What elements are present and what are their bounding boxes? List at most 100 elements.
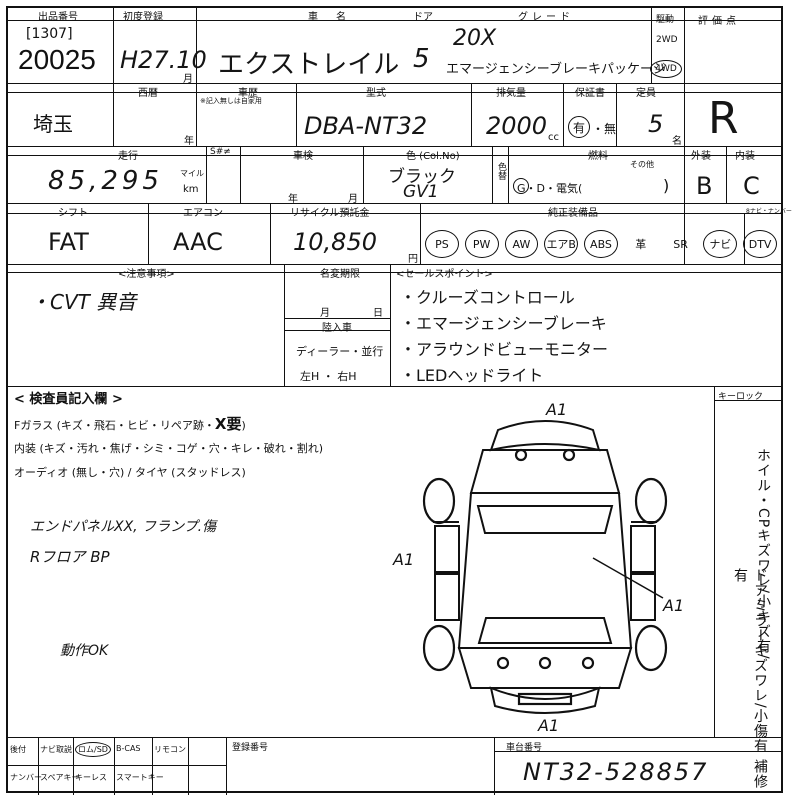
equipment-item: 革 bbox=[635, 238, 647, 251]
fuel-options: G・D・電気( bbox=[517, 182, 583, 195]
title-label: 名変期限 bbox=[320, 269, 360, 280]
car-name: エクストレイル bbox=[218, 50, 400, 80]
chassis-label: 車台番号 bbox=[506, 743, 543, 753]
fuel-gasoline-circle bbox=[513, 178, 529, 194]
divider bbox=[714, 400, 781, 401]
grade-line1: 20X bbox=[453, 26, 497, 51]
warranty-label: 保証書 bbox=[575, 88, 605, 99]
accessory-cell: スマートキー bbox=[116, 773, 164, 782]
divider bbox=[284, 264, 285, 386]
auction-sheet: 出品番号 [1307] 20025 初度登録 H27.10 月 車名 エクストレ… bbox=[6, 6, 792, 795]
shaken-month-unit: 月 bbox=[348, 194, 358, 205]
color-label: 色 (Col.No) bbox=[406, 151, 460, 162]
hand-note-1: エンドパネルXX, フランプ.傷 bbox=[30, 519, 217, 535]
region-value: 埼玉 bbox=[33, 112, 73, 136]
divider bbox=[8, 264, 781, 265]
front-left-door bbox=[434, 525, 460, 573]
divider bbox=[240, 146, 241, 203]
hand-note-2: Rフロア BP bbox=[30, 548, 110, 566]
exterior-value: B bbox=[696, 172, 713, 200]
rear-marker bbox=[581, 656, 595, 670]
first-reg-label: 初度登録 bbox=[123, 12, 163, 23]
divider bbox=[196, 8, 197, 83]
divider bbox=[492, 146, 493, 203]
s-label: S#≠ bbox=[210, 147, 231, 157]
divider bbox=[148, 203, 149, 264]
accessory-cell: ナビ取説 bbox=[40, 745, 72, 754]
divider bbox=[8, 83, 781, 84]
accessory-cell: 後付 bbox=[10, 745, 26, 754]
shaken-label: 車検 bbox=[293, 151, 313, 162]
inspection-note: ※記入無しは自家用 bbox=[200, 97, 262, 105]
rear-marker bbox=[538, 656, 552, 670]
rear-marker bbox=[496, 656, 510, 670]
rear-right-tire bbox=[634, 624, 668, 672]
divider bbox=[38, 737, 39, 795]
grade-line2: エマージェンシーブレーキパッケージ bbox=[446, 62, 666, 77]
divider bbox=[563, 83, 564, 146]
drive-label: 駆動 bbox=[656, 15, 675, 25]
mile-unit: マイル bbox=[180, 169, 204, 178]
caution-label: <注意事項> bbox=[118, 269, 175, 280]
mileage-label: 走行 bbox=[118, 151, 138, 162]
displacement-label: 排気量 bbox=[496, 88, 526, 99]
accessory-cell: ナンバー bbox=[10, 773, 42, 782]
warranty-yes: 有 bbox=[568, 116, 590, 138]
cc-unit: cc bbox=[548, 132, 559, 143]
divider bbox=[8, 155, 781, 156]
divider bbox=[8, 737, 781, 738]
inspection-label: 車歴 bbox=[238, 88, 258, 99]
rear-right-door bbox=[630, 573, 656, 621]
door-value: 5 bbox=[413, 44, 430, 74]
sales-label: <セールスポイント> bbox=[396, 269, 493, 280]
divider bbox=[152, 737, 153, 795]
damage-mark-front: A1 bbox=[546, 400, 568, 419]
lot-code: [1307] bbox=[26, 26, 73, 42]
hood bbox=[469, 449, 621, 494]
bundle-label: 西暦 bbox=[138, 88, 158, 99]
divider bbox=[8, 765, 226, 766]
divider bbox=[494, 751, 781, 752]
equipment-item: ABS bbox=[584, 230, 618, 258]
drive-4wd: 4WD bbox=[650, 60, 682, 78]
divider bbox=[284, 318, 390, 319]
chassis-value: NT32-528857 bbox=[523, 758, 709, 786]
km-unit: km bbox=[183, 184, 199, 195]
caution-text: ・CVT 異音 bbox=[30, 290, 137, 314]
divider bbox=[8, 213, 781, 214]
handover-label: 陸入車 bbox=[322, 323, 352, 334]
divider bbox=[684, 8, 685, 264]
capacity-label: 定員 bbox=[636, 88, 656, 99]
divider bbox=[226, 737, 227, 795]
recycle-value: 10,850 bbox=[293, 228, 377, 256]
divider bbox=[296, 83, 297, 146]
damage-mark-left: A1 bbox=[393, 550, 415, 569]
equipment-label: 純正装備品 bbox=[548, 208, 598, 219]
color-code: GV1 bbox=[403, 182, 439, 202]
sales-point: ・エマージェンシーブレーキ bbox=[400, 314, 607, 333]
front-right-door bbox=[630, 525, 656, 573]
divider bbox=[714, 386, 715, 737]
accessory-cell: ロム/SD bbox=[75, 742, 111, 757]
divider bbox=[420, 203, 421, 264]
fuel-other: その他 bbox=[630, 160, 654, 169]
front-left-tire bbox=[422, 477, 456, 525]
inspection-line1: Fガラス (キズ・飛石・ヒビ・リペア跡・X要) bbox=[14, 415, 246, 433]
rear-bumper bbox=[489, 686, 601, 714]
equipment-item: AW bbox=[504, 230, 539, 258]
rear-hatch bbox=[457, 647, 633, 689]
owner-label: 登録番号 bbox=[232, 743, 269, 753]
key-label: キーロック bbox=[718, 392, 764, 402]
grade-label: グレード bbox=[518, 12, 574, 23]
car-diagram bbox=[422, 420, 668, 714]
recycle-label: リサイクル預託金 bbox=[290, 208, 370, 219]
windshield bbox=[476, 505, 614, 534]
divider bbox=[113, 83, 114, 146]
aircon-label: エアコン bbox=[183, 208, 223, 219]
front-right-light bbox=[562, 448, 576, 462]
shift-label: シフト bbox=[58, 208, 88, 219]
divider bbox=[8, 20, 781, 21]
exterior-label: 外装 bbox=[691, 151, 711, 162]
